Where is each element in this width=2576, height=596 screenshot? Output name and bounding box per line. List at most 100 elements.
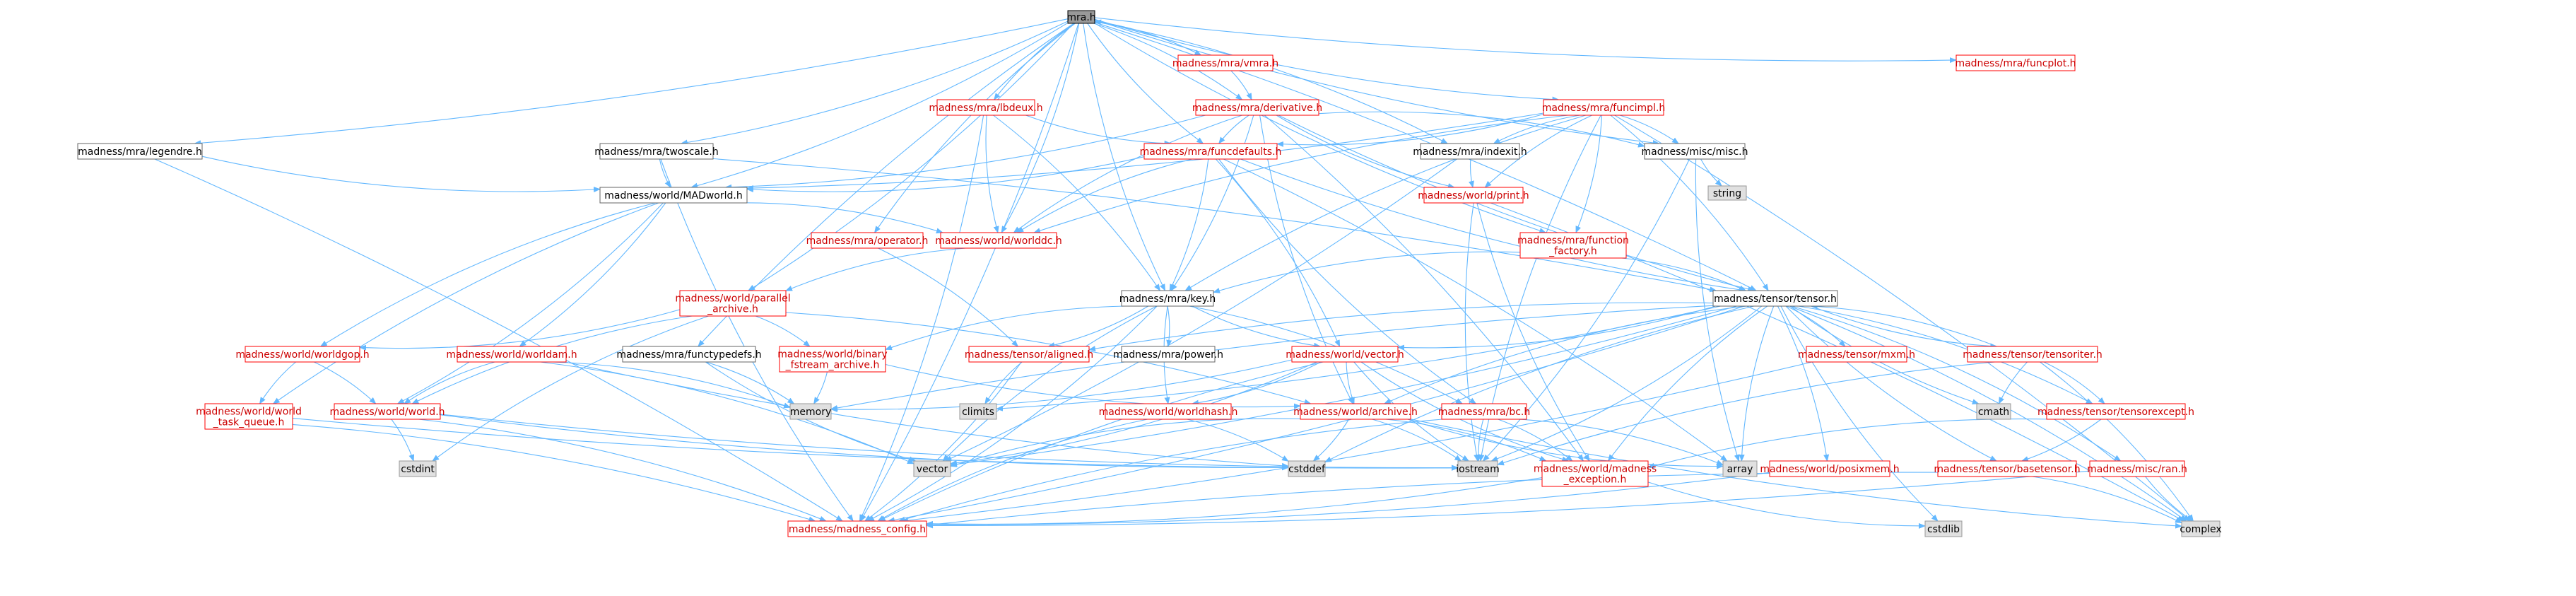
edge-aligned-to-climits: [984, 361, 1023, 404]
node-label-function_factory-1: _factory.h: [1548, 246, 1597, 257]
edge-derivative-to-print: [1276, 115, 1455, 189]
node-vector[interactable]: madness/world/vector.h: [1286, 346, 1404, 363]
edge-madworld-to-worlddc: [729, 202, 943, 234]
node-madness_exception[interactable]: madness/world/madness_exception.h: [1534, 460, 1657, 487]
node-twoscale[interactable]: madness/mra/twoscale.h: [594, 143, 719, 160]
edge-tensor-to-cstdlib: [1780, 305, 1939, 522]
edge-key-to-madness_config: [866, 305, 1158, 522]
node-posixmem[interactable]: madness/world/posixmem.h: [1760, 460, 1900, 477]
node-aligned[interactable]: madness/tensor/aligned.h: [965, 346, 1093, 363]
node-worldhash[interactable]: madness/world/worldhash.h: [1099, 403, 1238, 420]
edge-bc-to-madness_exception: [1498, 419, 1573, 462]
edge-ran-to-madness_config: [926, 470, 2090, 529]
node-basetensor[interactable]: madness/tensor/basetensor.h: [1934, 460, 2081, 477]
edge-tensoriter-to-iostream: [1497, 361, 1995, 466]
node-label-tensorexcept-0: madness/tensor/tensorexcept.h: [2037, 407, 2194, 418]
node-operator[interactable]: madness/mra/operator.h: [806, 232, 929, 249]
node-mxm[interactable]: madness/tensor/mxm.h: [1798, 346, 1915, 363]
edge-madness_exception-to-madness_config: [926, 477, 1543, 527]
edge-legendre-to-madness_config: [154, 158, 843, 522]
edge-key-to-binary_fstream: [885, 305, 1125, 351]
node-bc[interactable]: madness/mra/bc.h: [1438, 403, 1531, 420]
edge-vector-to-madness_config: [878, 361, 1324, 522]
node-misc[interactable]: madness/misc/misc.h: [1642, 143, 1748, 160]
node-world_task_queue[interactable]: madness/world/world_task_queue.h: [196, 403, 302, 430]
node-label-tensoriter-0: madness/tensor/tensoriter.h: [1963, 349, 2102, 361]
edge-lbdeux-to-worlddc: [985, 115, 999, 233]
node-worldgop[interactable]: madness/world/worldgop.h: [235, 346, 370, 363]
node-parallel_archive[interactable]: madness/world/parallel_archive.h: [675, 290, 791, 317]
node-complex: complex: [2180, 520, 2222, 537]
node-label-indexit-0: madness/mra/indexit.h: [1413, 146, 1527, 158]
node-label-operator-0: madness/mra/operator.h: [806, 235, 929, 247]
edge-tensor-to-array: [1739, 305, 1775, 462]
node-label-cmath-0: cmath: [1978, 407, 2009, 418]
edge-derivative-to-funcdefaults: [1218, 115, 1249, 144]
edge-derivative-to-misc: [1318, 111, 1645, 148]
nodes-layer: mra.h madness/mra/vmra.h madness/mra/funcp…: [77, 10, 2222, 537]
node-cstdint: cstdint: [399, 460, 437, 477]
node-label-vector_sys-0: vector: [917, 464, 948, 475]
edge-madworld-to-worldgop: [319, 202, 656, 347]
node-box-tensoriter: [1967, 346, 2098, 363]
node-label-worldam-0: madness/world/worldam.h: [446, 349, 577, 361]
node-label-function_factory-0: madness/mra/function: [1517, 235, 1629, 247]
node-box-memory: [789, 403, 832, 420]
node-functypedefs[interactable]: madness/mra/functypedefs.h: [616, 346, 762, 363]
node-funcdefaults[interactable]: madness/mra/funcdefaults.h: [1140, 143, 1282, 160]
node-print[interactable]: madness/world/print.h: [1418, 187, 1529, 204]
node-legendre[interactable]: madness/mra/legendre.h: [77, 143, 203, 160]
edge-worldhash-to-madness_config: [877, 419, 1148, 522]
edge-derivative-to-madworld: [724, 115, 1206, 190]
node-mra_h[interactable]: mra.h: [1066, 10, 1096, 24]
edge-key-to-vector: [1192, 305, 1322, 349]
edge-tensor-to-tensoriter: [1811, 305, 1998, 349]
node-vmra[interactable]: madness/mra/vmra.h: [1172, 54, 1278, 71]
node-worldam[interactable]: madness/world/worldam.h: [446, 346, 577, 363]
edge-tensorexcept-to-madness_exception: [1647, 419, 2051, 469]
node-function_factory[interactable]: madness/mra/function_factory.h: [1517, 232, 1629, 259]
node-madworld[interactable]: madness/world/MADworld.h: [599, 187, 748, 204]
edge-archive-to-complex: [1410, 419, 2182, 529]
edge-tensor-to-ran: [1792, 305, 2122, 462]
edge-funcdefaults-to-madworld: [746, 156, 1145, 193]
node-tensoriter[interactable]: madness/tensor/tensoriter.h: [1963, 346, 2102, 363]
edge-mra_h-to-worlddc: [1001, 23, 1080, 233]
node-label-binary_fstream-0: madness/world/binary: [777, 349, 887, 361]
edge-bc-to-madness_config: [898, 419, 1443, 522]
edge-derivative-to-tensor: [1278, 115, 1755, 292]
node-derivative[interactable]: madness/mra/derivative.h: [1192, 99, 1322, 116]
edge-parallel_archive-to-binary_fstream: [755, 315, 811, 347]
node-key[interactable]: madness/mra/key.h: [1119, 290, 1216, 307]
edge-vector-to-worldhash: [1192, 361, 1322, 406]
node-binary_fstream[interactable]: madness/world/binary_fstream_archive.h: [777, 346, 888, 373]
node-label-basetensor-0: madness/tensor/basetensor.h: [1934, 464, 2080, 475]
edge-funcimpl-to-key: [1184, 115, 1587, 291]
node-memory: memory: [789, 403, 832, 420]
edge-derivative-to-madness_exception: [1264, 115, 1584, 462]
node-tensor[interactable]: madness/tensor/tensor.h: [1712, 290, 1838, 307]
node-label-world-0: madness/world/world.h: [329, 407, 445, 418]
node-archive[interactable]: madness/world/archive.h: [1293, 403, 1418, 420]
node-label-mra_h-0: mra.h: [1066, 12, 1095, 23]
node-worlddc[interactable]: madness/world/worlddc.h: [935, 232, 1062, 249]
edge-key-to-vector_sys: [942, 305, 1158, 462]
edge-funcdefaults-to-array: [1223, 158, 1728, 462]
node-tensorexcept[interactable]: madness/tensor/tensorexcept.h: [2037, 403, 2194, 420]
edge-madness_exception-to-cstdlib: [1647, 481, 1926, 529]
node-power[interactable]: madness/mra/power.h: [1113, 346, 1223, 363]
node-box-mra_h: [1067, 10, 1095, 24]
node-label-cstdint-0: cstdint: [401, 464, 435, 475]
edge-mra_h-to-funcplot: [1094, 17, 1957, 64]
node-label-worldhash-0: madness/world/worldhash.h: [1099, 407, 1238, 418]
edge-mra_h-to-parallel_archive: [748, 23, 1074, 291]
node-funcplot[interactable]: madness/mra/funcplot.h: [1955, 54, 2076, 71]
node-lbdeux[interactable]: madness/mra/lbdeux.h: [929, 99, 1043, 116]
node-world[interactable]: madness/world/world.h: [329, 403, 445, 420]
node-madness_config[interactable]: madness/madness_config.h: [787, 520, 927, 537]
node-indexit[interactable]: madness/mra/indexit.h: [1413, 143, 1527, 160]
node-funcimpl[interactable]: madness/mra/funcimpl.h: [1542, 99, 1666, 116]
node-cmath: cmath: [1976, 403, 2011, 420]
node-ran[interactable]: madness/misc/ran.h: [2087, 460, 2187, 477]
